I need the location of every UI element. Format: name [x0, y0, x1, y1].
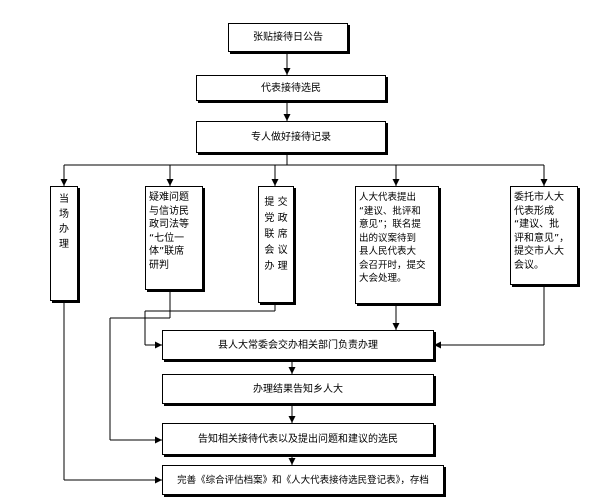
report-box: 办理结果告知乡人大 — [162, 374, 434, 404]
onsite-box: 当 场 办 理 — [50, 186, 78, 301]
receive-box: 代表接待选民 — [196, 75, 386, 101]
party-box: 提 交 党 政 联 席 会 议 办 理 — [258, 186, 294, 303]
archive-box: 完善《综合评估档案》和《人大代表接待选民登记表》，存档 — [162, 465, 444, 495]
record-box: 专人做好接待记录 — [196, 121, 386, 153]
city-box: 委托市人大 代表形成 “建议、批 评和意见”， 提交市人大 会议。 — [510, 186, 578, 285]
assign-box: 县人大常委会交办相关部门负责办理 — [162, 330, 434, 360]
notify-box: 告知相关接待代表以及提出问题和建议的选民 — [162, 423, 434, 455]
announce-box: 张贴接待日公告 — [228, 23, 348, 52]
deputy-box: 人大代表提出 “建议、批评和 意见”；联名提 出的议案待到 县人民代表大 会召开… — [355, 186, 439, 304]
complex-box: 疑难问题 与信访民 政司法等 “七位一 体”联席 研判 — [145, 186, 203, 290]
